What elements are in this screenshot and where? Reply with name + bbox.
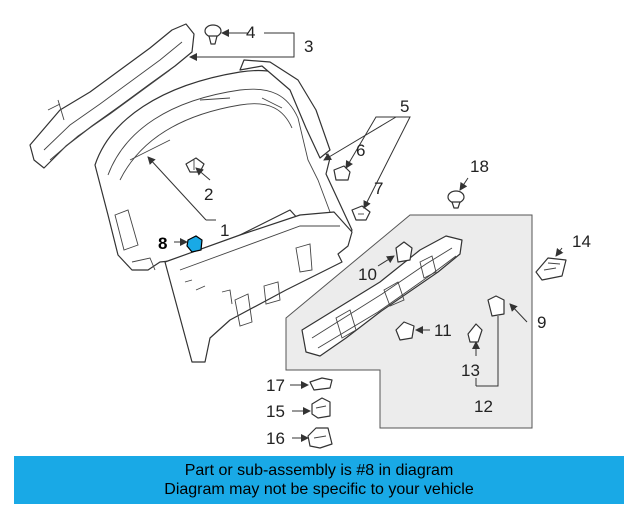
callout-18: 18 [470,157,489,176]
parts-diagram: 1 2 3 4 5 6 7 8 9 10 11 12 13 14 15 16 1… [29,23,591,449]
clip-part-13 [467,323,483,343]
leader-lines [147,29,564,442]
banner-line-1: Part or sub-assembly is #8 in diagram [184,462,454,479]
info-banner: Part or sub-assembly is #8 in diagram Di… [14,456,624,504]
garnish-part-9 [301,235,463,357]
callout-10: 10 [358,265,377,284]
pin-part-4 [204,24,222,45]
callout-1: 1 [220,221,229,240]
callout-4: 4 [246,23,255,42]
clip-part-10 [395,241,413,263]
side-trim [239,59,331,159]
callout-2: 2 [204,185,213,204]
fastener-part-18 [447,190,465,209]
callout-17: 17 [266,376,285,395]
callout-3: 3 [304,37,313,56]
clip-part-11 [395,321,415,341]
callout-13: 13 [461,361,480,380]
callout-16: 16 [266,429,285,448]
upper-rail-part-3 [29,23,195,169]
clip-part-17 [309,377,333,391]
clip-part-7 [351,205,371,221]
callout-5: 5 [400,97,409,116]
clip-part-15 [311,397,331,419]
callout-6: 6 [356,141,365,160]
inset-panel [285,214,533,429]
banner-line-2: Diagram may not be specific to your vehi… [164,481,474,498]
callout-12: 12 [474,397,493,416]
callout-15: 15 [266,402,285,421]
callout-7: 7 [374,179,383,198]
clip-part-12 [487,295,505,317]
clip-part-16 [307,427,333,449]
liftgate-lower-panel [164,211,353,363]
callout-9: 9 [537,313,546,332]
clip-part-6 [333,165,351,181]
clip-part-8 [186,235,203,253]
callout-8: 8 [158,234,167,253]
callout-11: 11 [434,321,452,340]
callout-14: 14 [572,232,591,251]
lamp-part-14 [535,257,567,281]
